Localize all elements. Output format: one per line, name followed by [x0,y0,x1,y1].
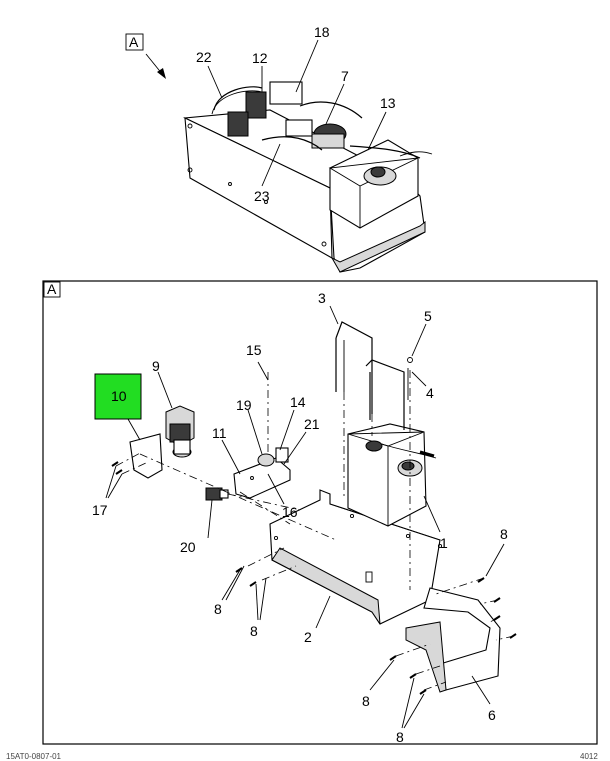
housing-base-edge [330,220,426,273]
relay-12 [245,91,267,119]
callout-13: 13 [380,95,396,111]
detail-frame [42,280,598,745]
callout-12: 12 [252,50,268,66]
callout-5: 5 [424,308,432,324]
callout-1: 1 [440,535,448,551]
callout-10-highlight[interactable] [94,373,142,420]
footer-code-left: 15AT0-0807-01 [6,752,62,761]
callout-17: 17 [92,502,108,518]
fitting-19 [257,453,275,467]
strap-3 [335,321,373,414]
footer-code-right: 4012 [580,752,598,761]
view-label-box-detail [43,281,61,298]
callout-14: 14 [290,394,306,410]
callout-21: 21 [304,416,320,432]
bracket-18 [269,81,303,105]
hose-7 [299,101,363,119]
callout-8-e: 8 [396,729,404,745]
harness-13 [349,145,421,159]
view-label-detail: A [47,281,57,297]
strap-4 [365,359,405,430]
callout-8-a: 8 [500,526,508,542]
view-label-top: A [129,34,139,50]
callout-19: 19 [236,397,252,413]
view-arrow-head-icon [157,68,166,79]
callout-9: 9 [152,358,160,374]
callout-16: 16 [282,504,298,520]
callout-20: 20 [180,539,196,555]
callout-3: 3 [318,290,326,306]
callout-4: 4 [426,385,434,401]
callout-11: 11 [212,425,227,441]
callout-7: 7 [341,68,349,84]
callout-6: 6 [488,707,496,723]
callout-2: 2 [304,629,312,645]
callout-18: 18 [314,24,330,40]
callout-10: 10 [111,388,127,404]
view-label-box-top [125,33,144,51]
harness-23 [261,136,323,151]
callout-15: 15 [246,342,262,358]
plate-10-bracket [129,433,163,479]
relay-module [227,111,249,137]
callout-8-c: 8 [250,623,258,639]
top-assembly-view: A [125,24,433,273]
exploded-detail-view: 10 [92,290,517,745]
fitting-21 [275,447,289,463]
callout-22: 22 [196,49,212,65]
callout-23: 23 [254,188,270,204]
callout-8-d: 8 [362,693,370,709]
callout-8-b: 8 [214,601,222,617]
screws-8 [235,567,517,695]
